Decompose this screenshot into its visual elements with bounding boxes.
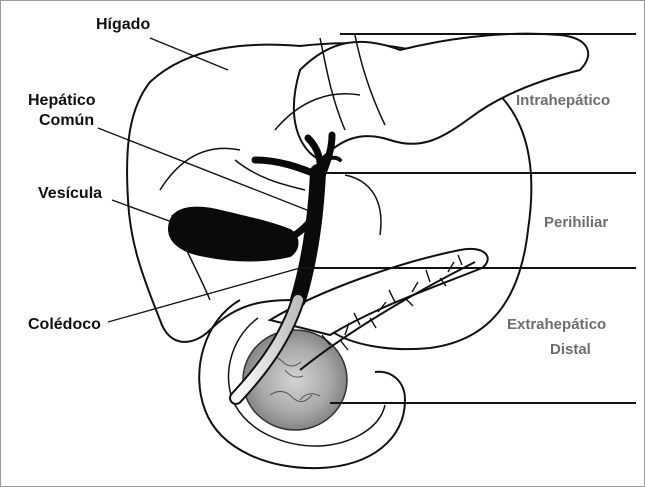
label-vesicula: Vesícula [38,185,102,203]
label-hepatico-comun-line1: Hepático [28,92,96,110]
hepatic-duct-small-branch [322,158,340,160]
label-intrahepatico: Intrahepático [516,92,610,110]
label-hepatico-comun-line2: Común [39,112,94,130]
label-extrahepatico: Extrahepático [507,316,606,334]
label-distal: Distal [550,341,591,359]
label-coledoco: Colédoco [28,316,101,334]
label-higado: Hígado [96,16,150,34]
label-perihiliar: Perihiliar [544,214,608,232]
